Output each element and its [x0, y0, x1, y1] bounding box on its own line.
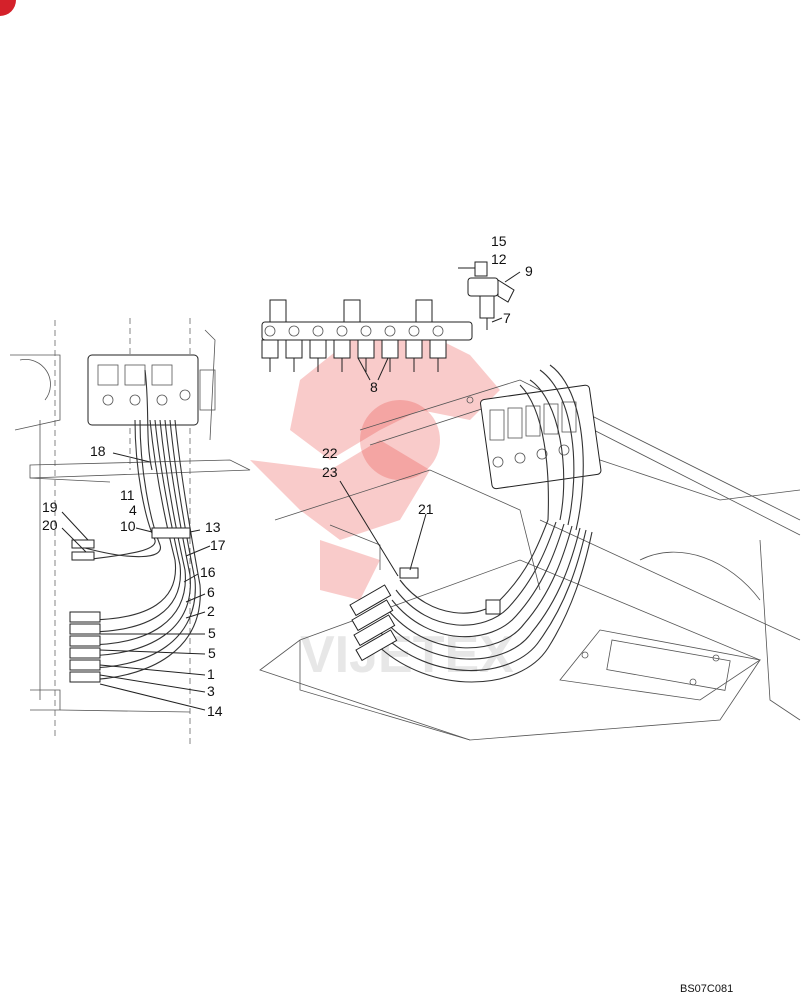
- drawing-code: BS07C081: [680, 983, 733, 995]
- callout-11: 11: [120, 487, 135, 503]
- callout-7: 7: [503, 310, 511, 326]
- corner-marker-icon: [0, 0, 16, 16]
- callout-8: 8: [370, 379, 378, 395]
- right-fitting-bank: [349, 567, 501, 662]
- callout-labels: 15 12 9 7 8 18 11 4 10 13 19 20 17 16 6 …: [42, 233, 533, 719]
- callout-21: 21: [418, 501, 434, 517]
- callout-5b: 5: [208, 645, 216, 661]
- callout-12: 12: [491, 251, 507, 267]
- callout-20: 20: [42, 517, 58, 533]
- left-hose-bundle: [84, 369, 201, 681]
- callout-9: 9: [525, 263, 533, 279]
- right-frame: [259, 379, 801, 741]
- callout-15: 15: [491, 233, 507, 249]
- callout-19: 19: [42, 499, 58, 515]
- callout-10: 10: [120, 518, 136, 534]
- callout-17: 17: [210, 537, 226, 553]
- callout-23: 23: [322, 464, 338, 480]
- callout-1: 1: [207, 666, 215, 682]
- callout-22: 22: [322, 445, 338, 461]
- callout-4: 4: [129, 502, 137, 518]
- callout-3: 3: [207, 683, 215, 699]
- callout-16: 16: [200, 564, 216, 580]
- leader-lines: [61, 271, 521, 711]
- callout-13: 13: [205, 519, 221, 535]
- callout-2: 2: [207, 603, 215, 619]
- callout-5a: 5: [208, 625, 216, 641]
- left-fitting-bank: [69, 527, 191, 683]
- sensor-manifold: [261, 299, 473, 372]
- callout-18: 18: [90, 443, 106, 459]
- callout-14: 14: [207, 703, 223, 719]
- main-control-valve: [480, 364, 602, 531]
- left-valve-block: [87, 354, 216, 426]
- callout-6: 6: [207, 584, 215, 600]
- pressure-sensor-assembly: [458, 261, 515, 330]
